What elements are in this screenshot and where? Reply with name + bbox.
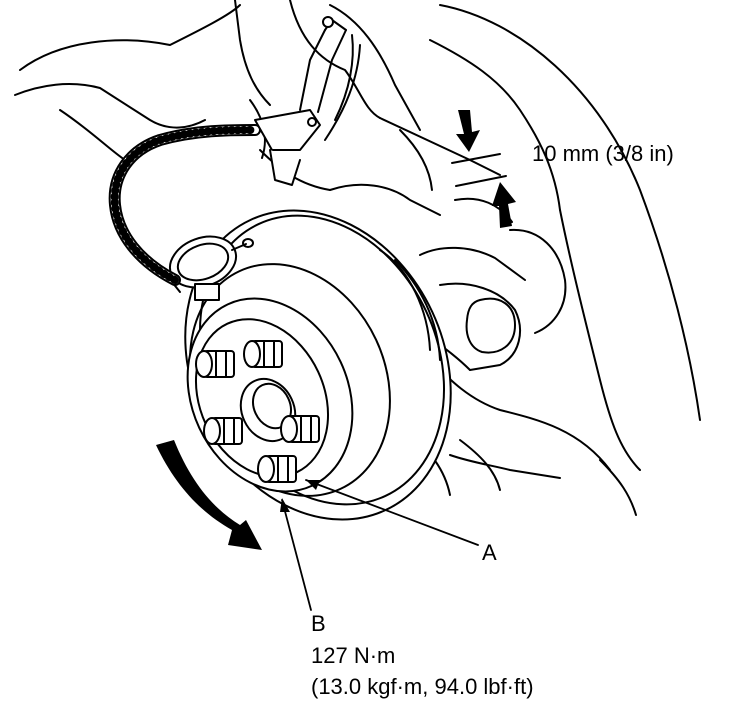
callout-leaders xyxy=(280,479,479,611)
callout-b-label: B xyxy=(311,611,326,636)
wheel-stud xyxy=(203,417,243,445)
callout-a-label: A xyxy=(482,540,497,565)
flexible-gauge-arm xyxy=(108,124,261,286)
brake-disc xyxy=(184,209,452,521)
leader-b-arrowhead xyxy=(280,498,290,512)
gap-dimension xyxy=(451,110,516,228)
wheel-stud xyxy=(195,350,235,378)
torque-spec-nm: 127 N·m xyxy=(311,643,396,668)
gap-dimension-label: 10 mm (3/8 in) xyxy=(532,141,674,166)
leader-a xyxy=(305,479,479,546)
wheel-stud xyxy=(257,455,297,483)
leader-b xyxy=(281,499,312,611)
locking-pliers xyxy=(254,16,361,186)
wheel-stud xyxy=(280,415,320,443)
wheel-studs xyxy=(195,340,320,483)
torque-spec-alt-units: (13.0 kgf·m, 94.0 lbf·ft) xyxy=(311,674,534,699)
leader-a-arrowhead xyxy=(306,480,320,490)
wheel-stud xyxy=(243,340,283,368)
dial-indicator xyxy=(169,235,254,301)
arrow-up-icon xyxy=(492,182,516,228)
arrow-down-icon xyxy=(456,110,480,152)
rotation-arrow xyxy=(156,440,262,550)
